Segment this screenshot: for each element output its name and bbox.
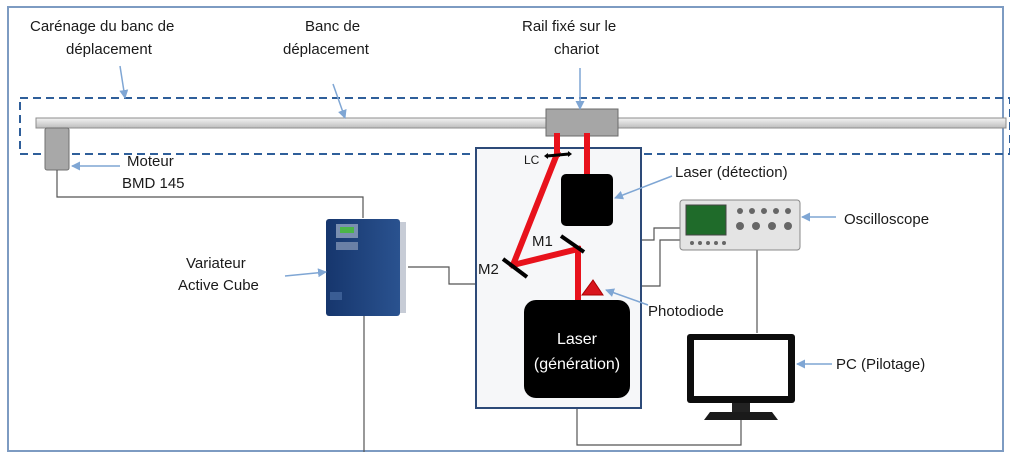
label-moteur-line2: BMD 145 [122,175,185,192]
label-pc: PC (Pilotage) [836,356,925,373]
label-rail-line1: Rail fixé sur le [522,18,616,35]
wire-gen-laser-to-pc [576,397,742,446]
wire-cube-to-photodiode [408,266,500,285]
label-banc-line2: déplacement [283,41,370,58]
motor-block [44,127,70,171]
bench-rail [35,117,1007,129]
pointer-arrows [71,65,836,369]
label-variateur-line1: Variateur [186,255,246,272]
label-moteur-line1: Moteur [127,153,174,170]
mirror-m1 [559,234,586,254]
label-photodiode: Photodiode [648,303,724,320]
laser-generation-box [524,300,630,398]
laser-detection-box [561,174,613,226]
carriage-block [545,108,619,137]
label-lc: LC [524,153,540,167]
lens-lc [544,151,572,159]
laser-beam-path [509,133,590,303]
label-oscilloscope: Oscilloscope [844,211,929,228]
label-banc-line1: Banc de [305,18,360,35]
label-laser-generation-line1: Laser [557,331,598,348]
active-cube-drive [326,219,406,316]
outer-frame [7,6,1004,452]
wire-motor-to-cube [56,170,364,218]
label-carenage-line1: Carénage du banc de [30,18,174,35]
pc-monitor [687,334,795,420]
oscilloscope [679,199,801,251]
mirror-m2 [501,257,529,279]
label-laser-generation-line2: (génération) [534,356,620,373]
label-m2: M2 [478,261,499,278]
label-rail-line2: chariot [554,41,600,58]
label-carenage-line2: déplacement [66,41,153,58]
photodiode [581,279,604,296]
label-variateur-line2: Active Cube [178,277,259,294]
label-laser-detection: Laser (détection) [675,164,788,181]
label-m1: M1 [532,233,553,250]
